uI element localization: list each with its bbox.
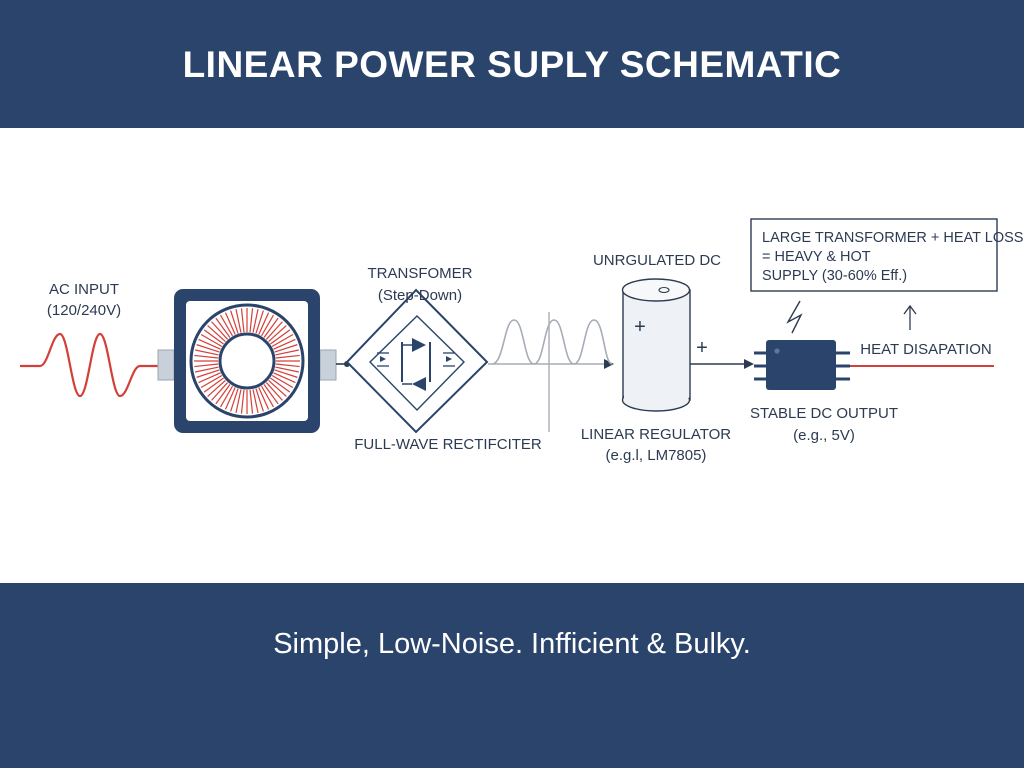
coil-winding (203, 329, 224, 345)
up-arrow-icon (903, 304, 917, 330)
footer-band (0, 583, 1024, 768)
coil-winding (211, 321, 229, 340)
coil-winding (274, 369, 298, 378)
note-line-3: SUPPLY (30-60% Eff.) (762, 268, 907, 284)
coil-winding (268, 379, 287, 397)
coil-winding (219, 314, 234, 337)
capacitor-plus-sign: + (634, 316, 646, 338)
coil-winding (268, 325, 287, 343)
coil-winding (194, 363, 219, 368)
ac-sine-wave (20, 332, 160, 398)
efficiency-note-box (750, 218, 998, 292)
coil-winding (258, 387, 270, 410)
coil-winding (274, 344, 298, 353)
coil-winding (207, 325, 226, 343)
coil-winding (270, 377, 291, 393)
coil-winding (195, 366, 219, 373)
coil-winding (215, 384, 231, 405)
coil-winding (263, 384, 279, 405)
rectifier-label: FULL-WAVE RECTIFCITER (354, 436, 542, 453)
coil-winding (230, 388, 239, 412)
coil-winding (249, 308, 254, 333)
coil-winding (252, 309, 259, 333)
capacitor-icon (621, 278, 691, 412)
coil-winding (260, 314, 275, 337)
coil-winding (260, 385, 275, 408)
transformer-label: TRANSFOMER (368, 265, 473, 282)
coil-winding (224, 387, 236, 410)
coil-winding (235, 309, 242, 333)
coil-winding (249, 389, 254, 414)
coil-winding (263, 317, 279, 338)
coil-winding (240, 389, 245, 414)
coil-winding (273, 372, 296, 384)
lightning-icon (786, 300, 803, 334)
note-line-1: LARGE TRANSFORMER + HEAT LOSS (762, 230, 1023, 246)
coil-winding (265, 321, 283, 340)
ac-input-voltage-label: (120/240V) (47, 302, 121, 319)
coil-winding (275, 349, 299, 356)
bridge-rectifier-icon (345, 288, 489, 434)
footer-tagline: Simple, Low-Noise. Infficient & Bulky. (273, 628, 751, 660)
coil-winding (207, 379, 226, 397)
coil-winding (265, 382, 283, 401)
coil-winding (219, 385, 234, 408)
header-band (0, 0, 1024, 128)
note-line-2: = HEAVY & HOT (762, 249, 871, 265)
stable-output-label: STABLE DC OUTPUT (750, 405, 898, 422)
coil-winding (271, 374, 294, 389)
transformer-input-terminal (157, 349, 175, 381)
coil-winding (200, 374, 223, 389)
transformer-output-terminal (319, 349, 337, 381)
regulator-chip-icon (754, 340, 850, 390)
coil-winding (271, 333, 294, 348)
rectified-ripple-wave (491, 319, 613, 365)
coil-winding (200, 333, 223, 348)
coil-winding (275, 354, 300, 359)
coil-winding (240, 308, 245, 333)
coil-winding (258, 312, 270, 335)
coil-winding (198, 338, 221, 350)
coil-winding (255, 310, 264, 334)
regulator-example-label: (e.g.l, LM7805) (606, 447, 707, 464)
regulator-label: LINEAR REGULATOR (581, 426, 731, 443)
heat-dissipation-label: HEAT DISAPATION (860, 341, 991, 358)
ac-input-label: AC INPUT (49, 281, 119, 298)
coil-winding (270, 329, 291, 345)
coil-winding (235, 389, 242, 413)
coil-winding (255, 388, 264, 412)
coil-winding (195, 349, 219, 356)
coil-winding (203, 377, 224, 393)
coil-winding (196, 344, 220, 353)
stable-output-voltage-label: (e.g., 5V) (793, 427, 855, 444)
transformer-sublabel: (Step-Down) (378, 287, 462, 304)
coil-winding (252, 389, 259, 413)
coil-winding (230, 310, 239, 334)
coil-winding (198, 372, 221, 384)
coil-winding (224, 312, 236, 335)
toroidal-transformer-icon (174, 289, 320, 433)
coil-winding (196, 369, 220, 378)
coil-winding (215, 317, 231, 338)
coil-winding (194, 354, 219, 359)
output-plus-sign: + (696, 337, 708, 359)
coil-winding (275, 366, 299, 373)
coil-winding (211, 382, 229, 401)
page-title: LINEAR POWER SUPLY SCHEMATIC (182, 44, 842, 85)
coil-winding (275, 363, 300, 368)
unregulated-dc-label: UNRGULATED DC (593, 252, 721, 269)
coil-winding (273, 338, 296, 350)
